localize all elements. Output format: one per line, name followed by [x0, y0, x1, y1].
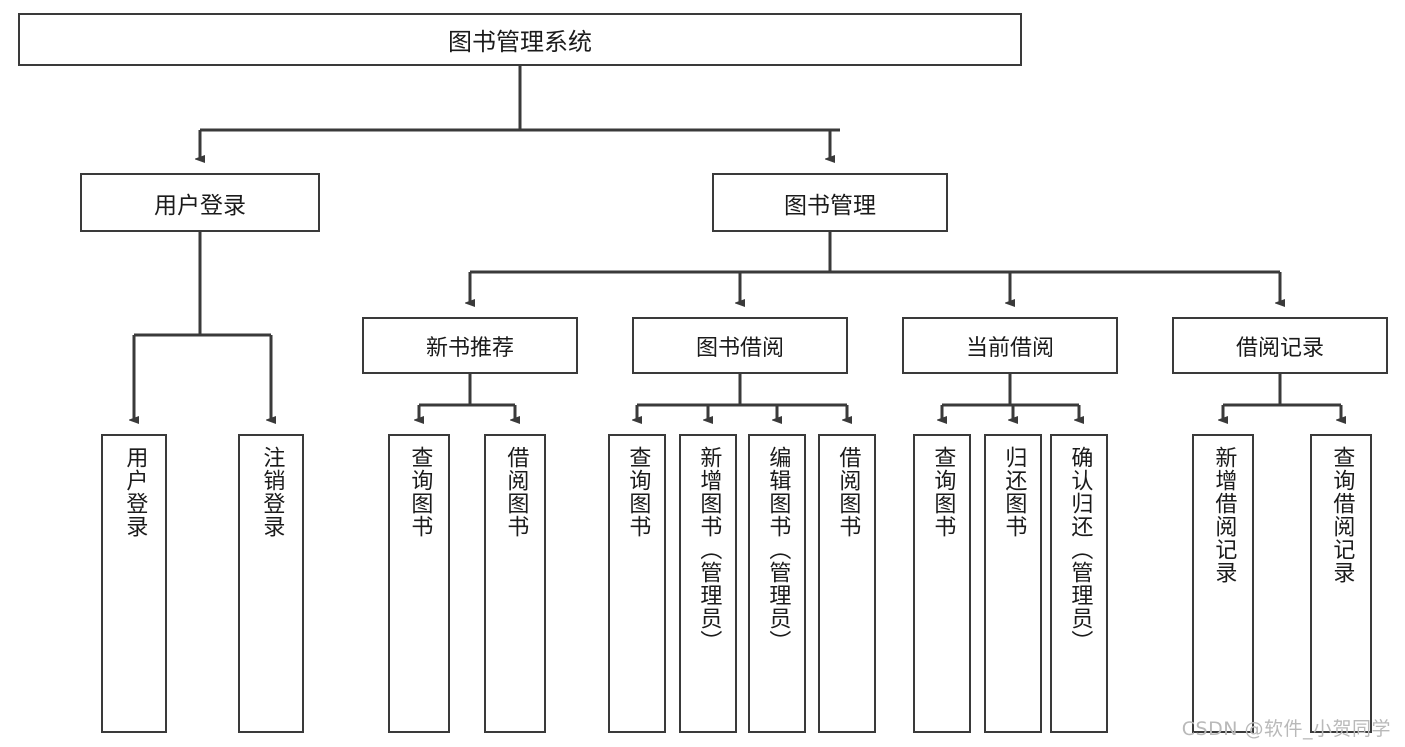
- leaf-node[interactable]: 注销登录: [238, 434, 304, 733]
- node-borrow-records[interactable]: 借阅记录: [1172, 317, 1388, 374]
- node-root[interactable]: 图书管理系统: [18, 13, 1022, 66]
- node-current-borrow[interactable]: 当前借阅: [902, 317, 1118, 374]
- leaf-label: 查询借阅记录: [1329, 446, 1355, 584]
- leaf-node[interactable]: 查询借阅记录: [1310, 434, 1372, 733]
- leaf-label: 借阅图书: [503, 446, 529, 538]
- leaf-node[interactable]: 编辑图书（管理员）: [748, 434, 806, 733]
- leaf-label: 借阅图书: [835, 446, 861, 538]
- leaf-node[interactable]: 用户登录: [101, 434, 167, 733]
- leaf-label: 新增借阅记录: [1211, 446, 1237, 584]
- leaf-label: 归还图书: [1001, 446, 1027, 538]
- leaf-node[interactable]: 新增图书（管理员）: [679, 434, 737, 733]
- leaf-node[interactable]: 查询图书: [913, 434, 971, 733]
- node-book-management[interactable]: 图书管理: [712, 173, 948, 232]
- node-book-borrow[interactable]: 图书借阅: [632, 317, 848, 374]
- leaf-label: 查询图书: [930, 446, 956, 538]
- leaf-node[interactable]: 借阅图书: [818, 434, 876, 733]
- leaf-node[interactable]: 新增借阅记录: [1192, 434, 1254, 733]
- leaf-node[interactable]: 确认归还（管理员）: [1050, 434, 1108, 733]
- leaf-node[interactable]: 查询图书: [608, 434, 666, 733]
- node-user-login[interactable]: 用户登录: [80, 173, 320, 232]
- leaf-label: 注销登录: [259, 446, 285, 538]
- leaf-label: 查询图书: [407, 446, 433, 538]
- leaf-node[interactable]: 归还图书: [984, 434, 1042, 733]
- leaf-label: 查询图书: [625, 446, 651, 538]
- leaf-node[interactable]: 查询图书: [388, 434, 450, 733]
- leaf-label: 编辑图书（管理员）: [765, 446, 791, 653]
- leaf-node[interactable]: 借阅图书: [484, 434, 546, 733]
- leaf-label: 新增图书（管理员）: [696, 446, 722, 653]
- node-new-book-recommend[interactable]: 新书推荐: [362, 317, 578, 374]
- leaf-label: 确认归还（管理员）: [1067, 446, 1093, 653]
- leaf-label: 用户登录: [122, 446, 148, 538]
